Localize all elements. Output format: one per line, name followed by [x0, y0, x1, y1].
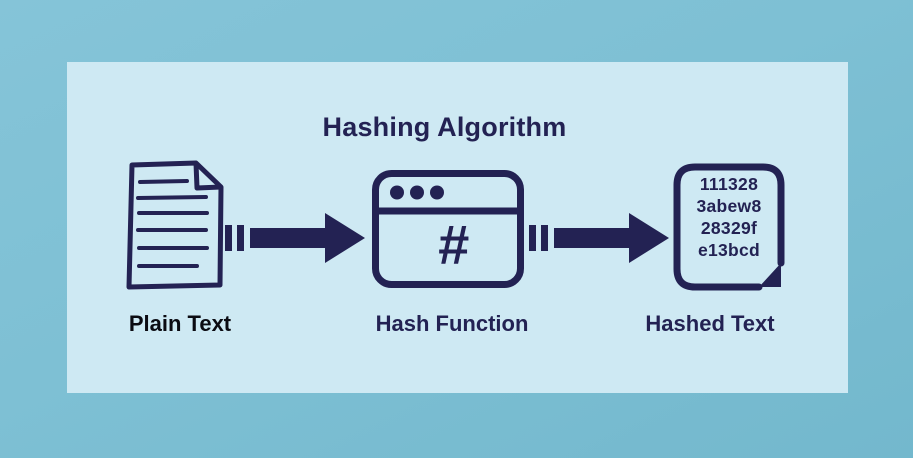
- hash-line: 3abew8: [696, 196, 762, 216]
- hash-line: e13bcd: [697, 240, 761, 260]
- node-label-hashed-text: Hashed Text: [645, 311, 775, 336]
- hash-output-text: 111328 3abew8 28329f e13bcd: [673, 173, 785, 261]
- hash-symbol: #: [437, 213, 469, 276]
- diagram-panel: Hashing Algorithm: [67, 62, 848, 393]
- node-label-hash-function: Hash Function: [375, 311, 529, 336]
- flow-arrow-icon: [225, 213, 365, 263]
- hashed-document-icon: [673, 163, 785, 291]
- hash-line: 28329f: [700, 218, 758, 238]
- diagram-title: Hashing Algorithm: [322, 112, 567, 142]
- document-text-lines-icon: [136, 179, 209, 268]
- window-dots-icon: [390, 185, 444, 200]
- folded-corner-icon: [759, 263, 781, 287]
- hash-line: 111328: [699, 174, 759, 194]
- browser-window-hash-icon: [372, 170, 524, 288]
- node-label-plain-text: Plain Text: [128, 311, 232, 336]
- flow-arrow-icon: [529, 213, 669, 263]
- document-icon: [126, 160, 224, 290]
